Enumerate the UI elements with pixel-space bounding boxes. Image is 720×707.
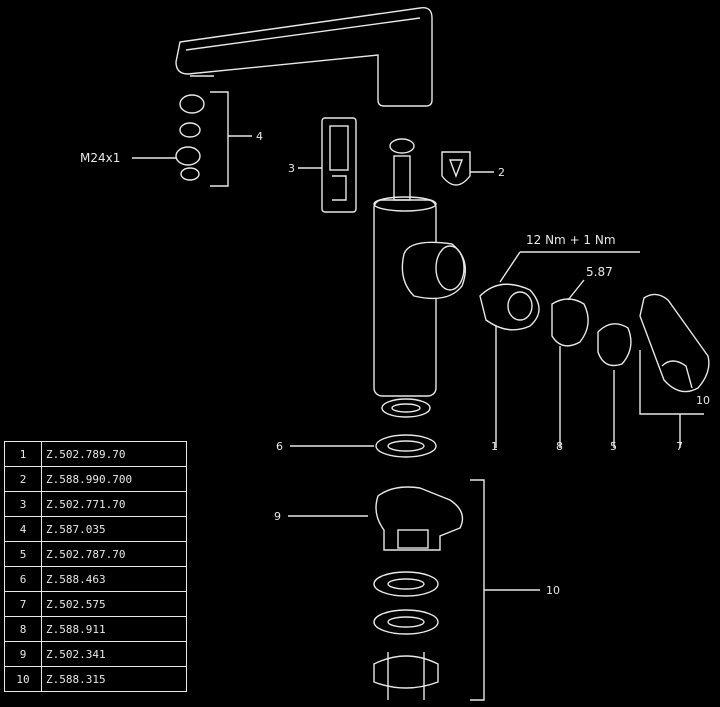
callout-ring: 8 bbox=[556, 440, 563, 453]
part-number: Z.502.787.70 bbox=[41, 541, 187, 567]
cartridge bbox=[298, 117, 357, 213]
mounting-kit bbox=[288, 479, 540, 701]
part-position: 6 bbox=[4, 566, 42, 592]
part-position: 7 bbox=[4, 591, 42, 617]
part-position: 3 bbox=[4, 491, 42, 517]
part-position: 1 bbox=[4, 441, 42, 467]
torque-note: 12 Nm + 1 Nm bbox=[526, 233, 616, 247]
callout-aerator: 4 bbox=[256, 130, 263, 143]
part-number: Z.502.789.70 bbox=[41, 441, 187, 467]
part-position: 5 bbox=[4, 541, 42, 567]
part-position: 4 bbox=[4, 516, 42, 542]
part-number: Z.502.341 bbox=[41, 641, 187, 667]
main-body bbox=[373, 196, 466, 397]
part-number: Z.587.035 bbox=[41, 516, 187, 542]
tool-note: 5.87 bbox=[586, 265, 613, 279]
part-number: Z.588.911 bbox=[41, 616, 187, 642]
aerator-parts bbox=[132, 91, 252, 187]
callout-cartridge: 3 bbox=[288, 162, 295, 175]
check-valve bbox=[441, 151, 494, 186]
callout-body: 9 bbox=[274, 510, 281, 523]
thread-note: M24x1 bbox=[80, 151, 120, 165]
handle-parts bbox=[479, 279, 710, 448]
spout bbox=[175, 7, 433, 107]
part-number: Z.588.990.700 bbox=[41, 466, 187, 492]
callout-handle: 7 bbox=[676, 440, 683, 453]
part-number: Z.502.575 bbox=[41, 591, 187, 617]
callout-check-valve: 2 bbox=[498, 166, 505, 179]
part-position: 9 bbox=[4, 641, 42, 667]
part-number: Z.588.463 bbox=[41, 566, 187, 592]
callout-washer: 6 bbox=[276, 440, 283, 453]
part-position: 2 bbox=[4, 466, 42, 492]
part-number: Z.502.771.70 bbox=[41, 491, 187, 517]
part-position: 10 bbox=[4, 666, 42, 692]
part-number: Z.588.315 bbox=[41, 666, 187, 692]
valve-insert bbox=[389, 138, 415, 201]
callout-mounting-kit: 10 bbox=[546, 584, 560, 597]
part-position: 8 bbox=[4, 616, 42, 642]
torque-annotation bbox=[499, 251, 640, 283]
callout-torque-part: 1 bbox=[491, 440, 498, 453]
callout-handle-screw: 10 bbox=[696, 394, 710, 407]
base-washers bbox=[290, 398, 437, 458]
callout-cap: 5 bbox=[610, 440, 617, 453]
